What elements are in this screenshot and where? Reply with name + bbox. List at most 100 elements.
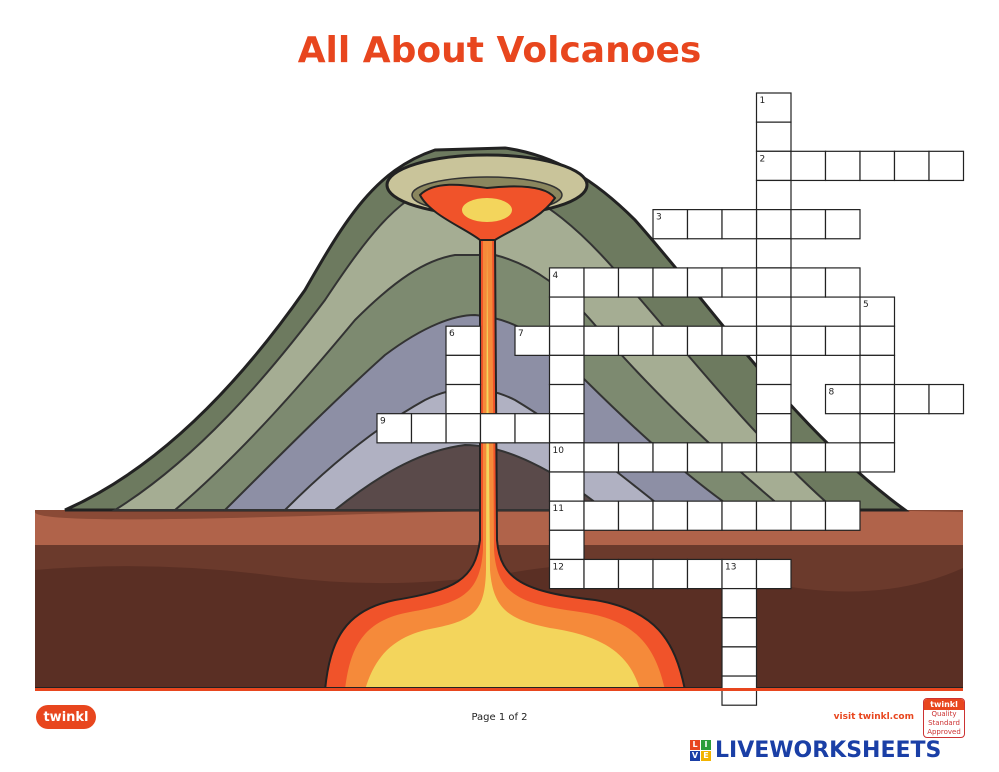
crossword-cell[interactable] [617, 442, 654, 473]
crossword-cell[interactable] [928, 150, 965, 182]
crossword-cell[interactable] [652, 209, 689, 240]
crossword-cell[interactable] [755, 238, 792, 269]
crossword-cell[interactable] [686, 267, 723, 298]
crossword-cell[interactable] [376, 413, 413, 444]
badge-line: Quality [931, 710, 957, 718]
crossword-cell[interactable] [790, 209, 827, 240]
crossword-cell[interactable] [445, 325, 482, 356]
crossword-cell[interactable] [548, 325, 585, 356]
crossword-cell[interactable] [928, 383, 965, 415]
crossword-cell[interactable] [686, 442, 723, 473]
crossword-cell[interactable] [755, 500, 792, 531]
visit-link[interactable]: visit twinkl.com [833, 712, 914, 722]
crossword-cell[interactable] [721, 500, 758, 531]
logo-letter: I [701, 739, 711, 750]
crossword-cell[interactable] [755, 92, 792, 123]
crossword-cell[interactable] [548, 383, 585, 415]
crossword-cell[interactable] [721, 646, 758, 677]
crossword-cell[interactable] [824, 209, 861, 240]
crossword-cell[interactable] [859, 413, 896, 444]
crossword-cell[interactable] [859, 442, 896, 473]
crossword-cell[interactable] [514, 325, 551, 356]
crossword-cell[interactable] [721, 267, 758, 298]
logo-letter: L [690, 739, 700, 750]
crossword-cell[interactable] [721, 617, 758, 648]
crossword-cell[interactable] [548, 500, 585, 531]
footer-divider [35, 688, 963, 691]
liveworksheets-logo-icon: L I V E [690, 739, 711, 761]
crossword-cell[interactable] [721, 558, 758, 590]
crossword-cell[interactable] [617, 267, 654, 298]
crossword-cell[interactable] [824, 442, 861, 473]
crossword-cell[interactable] [410, 413, 447, 444]
crossword-cell[interactable] [686, 209, 723, 240]
crossword-cell[interactable] [445, 413, 482, 444]
crossword-cell[interactable] [652, 325, 689, 356]
crossword-cell[interactable] [479, 413, 516, 444]
crossword-cell[interactable] [859, 354, 896, 386]
crossword-cell[interactable] [755, 354, 792, 386]
crossword-cell[interactable] [548, 413, 585, 444]
crossword-cell[interactable] [652, 267, 689, 298]
crossword-cell[interactable] [583, 325, 620, 356]
crossword-cell[interactable] [514, 413, 551, 444]
crossword-cell[interactable] [445, 383, 482, 415]
crossword-cell[interactable] [755, 325, 792, 356]
crossword-cell[interactable] [790, 325, 827, 356]
crossword-cell[interactable] [652, 558, 689, 590]
crossword-cell[interactable] [790, 442, 827, 473]
crossword-cell[interactable] [583, 267, 620, 298]
clue-number: 1 [760, 96, 766, 106]
crossword-cell[interactable] [686, 500, 723, 531]
crossword-cell[interactable] [548, 442, 585, 473]
crossword-cell[interactable] [721, 587, 758, 619]
crossword-cell[interactable] [755, 296, 792, 327]
crossword-cell[interactable] [548, 529, 585, 561]
crossword-cell[interactable] [790, 267, 827, 298]
crossword-cell[interactable] [893, 383, 930, 415]
crossword-cell[interactable] [721, 209, 758, 240]
crossword-cell[interactable] [548, 296, 585, 327]
crossword-cell[interactable] [755, 179, 792, 211]
crossword-cell[interactable] [755, 267, 792, 298]
crossword-cell[interactable] [686, 325, 723, 356]
crossword-cell[interactable] [652, 500, 689, 531]
crossword-cell[interactable] [617, 500, 654, 531]
clue-number: 11 [553, 504, 564, 514]
crossword-cell[interactable] [824, 325, 861, 356]
crossword-cell[interactable] [893, 150, 930, 182]
crossword-cell[interactable] [721, 442, 758, 473]
crossword-cell[interactable] [652, 442, 689, 473]
crossword-cell[interactable] [548, 354, 585, 386]
crossword-cell[interactable] [755, 558, 792, 590]
crossword-cell[interactable] [859, 383, 896, 415]
crossword-cell[interactable] [686, 558, 723, 590]
crossword-cell[interactable] [790, 150, 827, 182]
crossword-cell[interactable] [755, 442, 792, 473]
crossword-cell[interactable] [755, 121, 792, 152]
crossword-cell[interactable] [790, 500, 827, 531]
crossword-cell[interactable] [859, 150, 896, 182]
badge-line: Standard [928, 719, 960, 727]
crossword-cell[interactable] [548, 471, 585, 502]
crossword-cell[interactable] [859, 296, 896, 327]
crossword-cell[interactable] [583, 558, 620, 590]
crossword-cell[interactable] [824, 383, 861, 415]
crossword-cell[interactable] [755, 209, 792, 240]
clue-number: 9 [380, 417, 386, 427]
crossword-cell[interactable] [445, 354, 482, 386]
crossword-cell[interactable] [583, 442, 620, 473]
clue-number: 13 [725, 562, 736, 572]
crossword-cell[interactable] [824, 150, 861, 182]
clue-number: 2 [760, 154, 766, 164]
crossword-cell[interactable] [583, 500, 620, 531]
crossword-cell[interactable] [859, 325, 896, 356]
crossword-cell[interactable] [755, 413, 792, 444]
crossword-cell[interactable] [617, 325, 654, 356]
crossword-cell[interactable] [721, 325, 758, 356]
crossword-cell[interactable] [824, 267, 861, 298]
crossword-cell[interactable] [617, 558, 654, 590]
liveworksheets-watermark: L I V E LIVEWORKSHEETS [690, 735, 941, 765]
crossword-cell[interactable] [824, 500, 861, 531]
crossword-cell[interactable] [755, 383, 792, 415]
